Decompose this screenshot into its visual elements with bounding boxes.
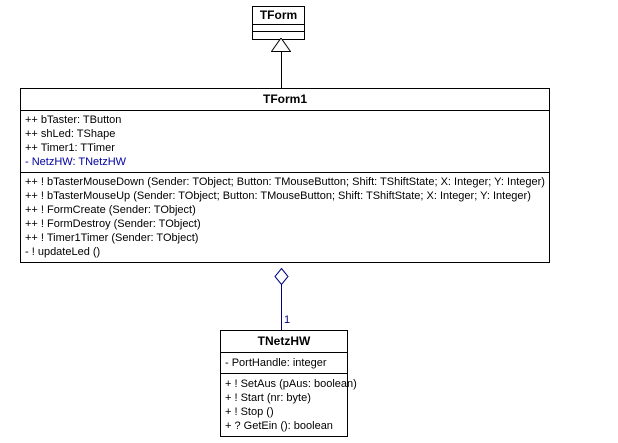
class-method-row: ++ ! FormCreate (Sender: TObject): [25, 204, 196, 216]
uml-class-tnetzhw[interactable]: TNetzHW - PortHandle: integer + ! SetAus…: [220, 330, 357, 437]
class-method-row: ++ ! FormDestroy (Sender: TObject): [25, 218, 201, 230]
class-attribute-row: ++ bTaster: TButton: [25, 114, 122, 126]
class-attribute-row: - NetzHW: TNetzHW: [25, 156, 127, 168]
class-attribute-row: - PortHandle: integer: [225, 357, 327, 369]
generalization-triangle-icon: [270, 37, 292, 52]
class-method-row: ++ ! bTasterMouseUp (Sender: TObject; Bu…: [25, 190, 531, 202]
class-name-tform: TForm: [253, 7, 304, 25]
class-method-row: + ! Start (nr: byte): [225, 392, 311, 404]
attributes-compartment-tform1: ++ bTaster: TButton ++ shLed: TShape ++ Ti…: [21, 111, 549, 173]
methods-compartment-tnetzhw: + ! SetAus (pAus: boolean) + ! Start (nr:…: [221, 374, 357, 436]
uml-class-tform[interactable]: TForm: [252, 6, 305, 40]
generalization-line: [281, 51, 282, 88]
class-method-row: + ! Stop (): [225, 406, 274, 418]
attributes-compartment-tnetzhw: - PortHandle: integer: [221, 353, 347, 374]
class-attribute-row: ++ Timer1: TTimer: [25, 142, 115, 154]
class-name-tform1: TForm1: [21, 89, 549, 111]
methods-compartment-tform1: ++ ! bTasterMouseDown (Sender: TObject; …: [21, 173, 549, 262]
class-attribute-row: ++ shLed: TShape: [25, 128, 116, 140]
class-method-row: ++ ! bTasterMouseDown (Sender: TObject; …: [25, 176, 545, 188]
class-method-row: + ! SetAus (pAus: boolean): [225, 378, 357, 390]
aggregation-multiplicity-label: 1: [284, 314, 291, 326]
class-method-row: + ? GetEin (): boolean: [225, 420, 333, 432]
class-name-tnetzhw: TNetzHW: [221, 331, 347, 353]
attributes-compartment-tform: [253, 25, 304, 32]
class-method-row: - ! updateLed (): [25, 246, 101, 258]
aggregation-line: [281, 282, 282, 330]
uml-class-tform1[interactable]: TForm1 ++ bTaster: TButton ++ shLed: TSha…: [20, 88, 550, 263]
aggregation-diamond-icon: [274, 267, 289, 286]
class-method-row: ++ ! Timer1Timer (Sender: TObject): [25, 232, 199, 244]
